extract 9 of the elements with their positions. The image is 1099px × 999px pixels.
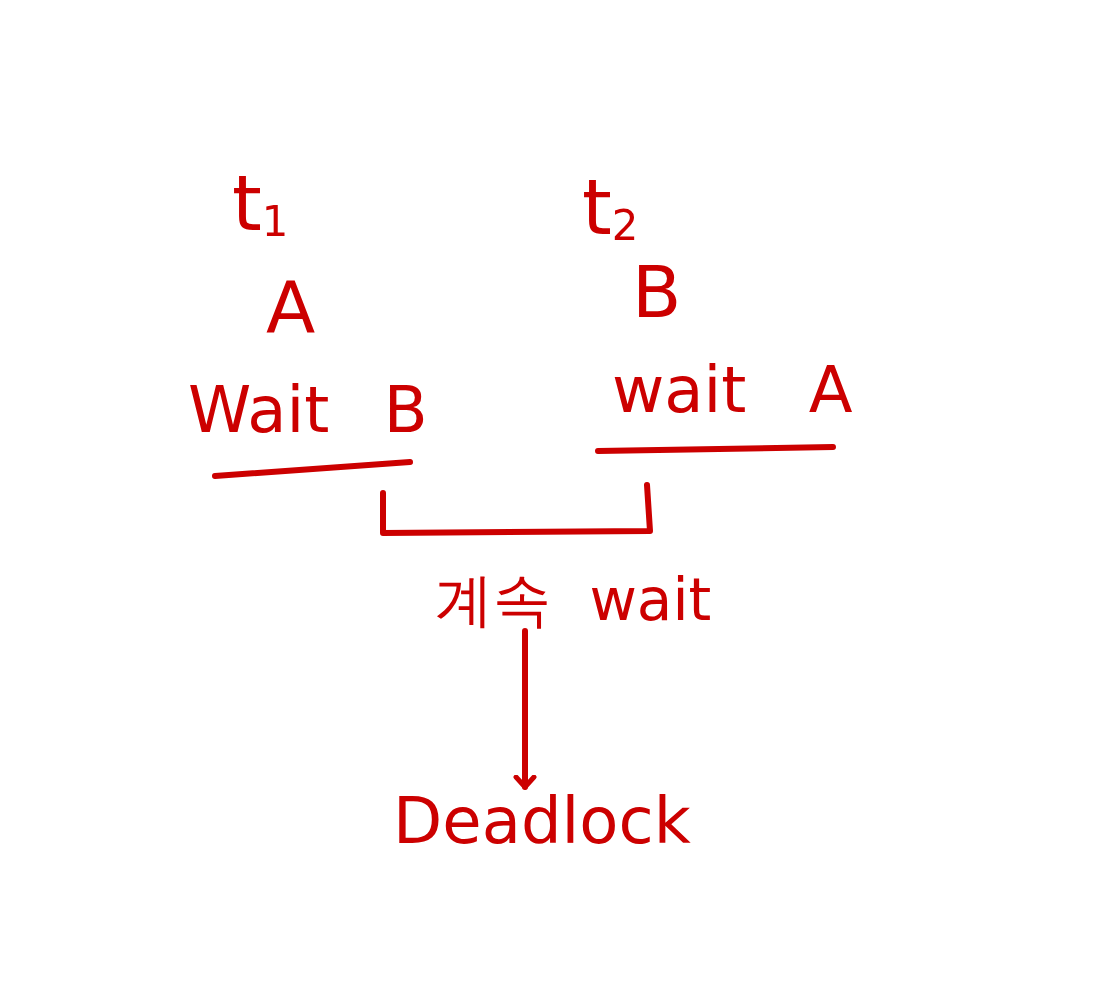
wait-label: wait A — [612, 358, 853, 422]
thread-label: t$_{1}$ — [232, 166, 289, 242]
wait-label: Wait B — [188, 378, 428, 442]
thread-label: t$_{2}$ — [582, 170, 639, 246]
resource-label: B — [632, 256, 682, 328]
outcome-text: Deadlock — [393, 789, 691, 853]
state-text: 계속 wait — [435, 571, 712, 629]
resource-label: A — [266, 271, 316, 343]
arrow — [513, 628, 537, 790]
